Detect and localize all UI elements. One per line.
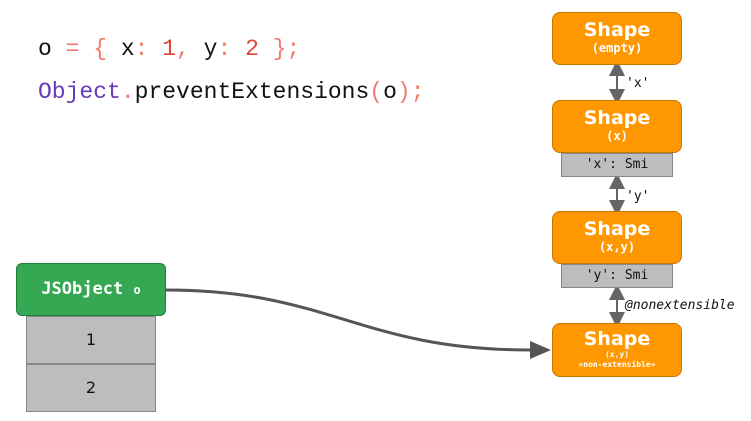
jsobject-title: JSObject <box>41 279 124 299</box>
transition-label: 'y' <box>626 189 650 204</box>
jsobject-value: 2 <box>26 364 156 412</box>
code-token: y <box>203 36 218 62</box>
code-token: 1 <box>162 36 177 62</box>
shape-sub: (empty) <box>591 41 643 55</box>
code-token: o <box>38 36 52 62</box>
code-token: : <box>217 36 246 62</box>
code-token: x <box>120 36 135 62</box>
property-slot: 'y': Smi <box>561 264 673 288</box>
property-slot: 'x': Smi <box>561 153 673 177</box>
shape-x: Shape(x) <box>552 100 682 153</box>
shape-title: Shape <box>583 107 651 129</box>
shape-sub: (x) <box>606 129 628 143</box>
code-token: : <box>134 36 163 62</box>
transition-label: @nonextensible <box>625 298 735 313</box>
shape-empty: Shape(empty) <box>552 12 682 65</box>
shape-title: Shape <box>583 328 651 350</box>
code-token: = { <box>51 36 121 62</box>
code-token: 2 <box>245 36 259 62</box>
code-line-1: o = { x: 1, y: 2 }; <box>38 36 300 62</box>
arrow-head <box>530 341 551 359</box>
code-token: ); <box>396 79 425 105</box>
map-pointer-arrow <box>165 288 531 352</box>
transition-label: 'x' <box>626 76 650 91</box>
code-token: preventExtensions <box>134 79 370 105</box>
jsobject-name: o <box>133 283 141 297</box>
code-token: ( <box>369 79 384 105</box>
code-line-2: Object.preventExtensions(o); <box>38 79 425 105</box>
jsobject-value: 1 <box>26 316 156 364</box>
shape-note: «non-extensible» <box>578 360 656 369</box>
shape-xy: Shape(x,y) <box>552 211 682 264</box>
shape-title: Shape <box>583 19 651 41</box>
code-token: , <box>176 36 204 62</box>
code-token: Object <box>38 79 121 105</box>
shape-sub: (x,y) <box>598 240 636 254</box>
shape-xy-nonextensible: Shape(x,y)«non-extensible» <box>552 323 682 377</box>
code-token: . <box>120 79 135 105</box>
shape-title: Shape <box>583 218 651 240</box>
jsobject-header: JSObject o <box>16 263 166 316</box>
code-token: o <box>383 79 397 105</box>
shape-sub: (x,y) <box>604 350 630 359</box>
code-token: }; <box>258 36 301 62</box>
